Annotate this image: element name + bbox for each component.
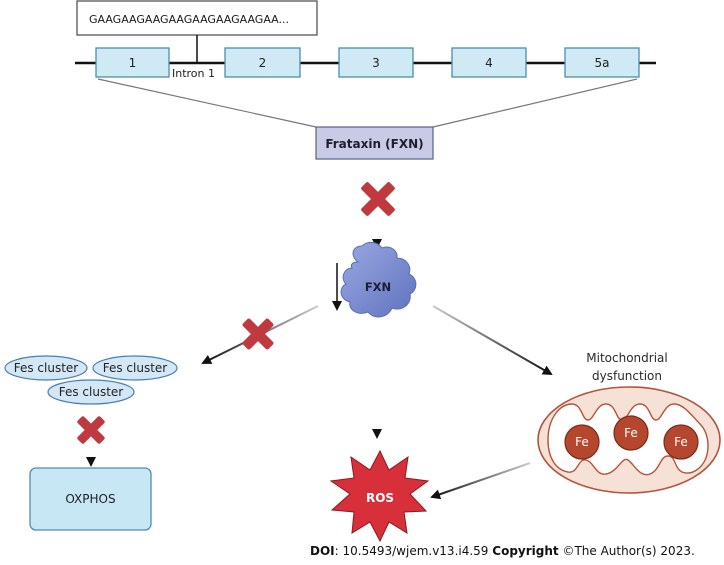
- copyright-label: Copyright: [492, 544, 559, 558]
- funnel-line-right: [432, 78, 638, 128]
- fes-cluster-label-1: Fes cluster: [14, 361, 79, 375]
- fes-cluster-2: [92, 355, 178, 381]
- intron-label: Intron 1: [172, 67, 215, 80]
- doi-label: DOI: [310, 544, 335, 558]
- exon-box-3: [338, 47, 414, 78]
- iron-atom-2: [613, 415, 649, 451]
- citation-footer: DOI: 10.5493/wjem.v13.i4.59 Copyright ©T…: [310, 544, 720, 558]
- fes-cluster-group: Fes cluster Fes cluster Fes cluster: [4, 355, 178, 405]
- inhibition-cross-oxphos: [77, 416, 105, 444]
- exon-label-2: 2: [259, 56, 267, 70]
- fxn-protein: FXN: [340, 241, 417, 318]
- exon-box-1: [95, 47, 170, 78]
- gene-structure: GAAGAAGAAGAAGAAGAAGAAGAA... 1 2 3 4 5a I…: [75, 0, 656, 80]
- repeat-sequence-box: [76, 0, 318, 36]
- oxphos-label: OXPHOS: [65, 492, 115, 506]
- exon-box-5a: [564, 47, 640, 78]
- inhibition-cross-fes: [242, 318, 274, 350]
- doi-value: : 10.5493/wjem.v13.i4.59: [334, 544, 493, 558]
- iron-atom-1: [564, 424, 600, 460]
- iron-label-1: Fe: [575, 435, 589, 449]
- oxphos-box: [29, 467, 152, 531]
- exon-label-3: 3: [372, 56, 380, 70]
- repeat-sequence-text: GAAGAAGAAGAAGAAGAAGAAGAA...: [89, 13, 289, 26]
- fxn-protein-shape: [340, 241, 417, 318]
- inhibition-cross-translation: [361, 182, 395, 216]
- mitochondrion: Fe Fe Fe: [537, 386, 721, 494]
- iron-atom-3: [663, 424, 699, 460]
- mitochondria-label-line1: Mitochondrial: [586, 351, 667, 365]
- ros-label: ROS: [366, 491, 394, 505]
- arrow-mitochondria-to-ros: [430, 462, 531, 500]
- arrow-fxn-to-mitochondria: [432, 305, 553, 375]
- frataxin-box: [315, 126, 434, 160]
- funnel-line-left: [97, 78, 317, 128]
- fes-cluster-label-2: Fes cluster: [103, 361, 168, 375]
- exon-label-1: 1: [129, 56, 137, 70]
- exon-box-2: [224, 47, 301, 78]
- mitochondria-label-line2: dysfunction: [592, 369, 662, 383]
- iron-label-2: Fe: [624, 426, 638, 440]
- iron-label-3: Fe: [674, 435, 688, 449]
- ros-burst: ROS: [329, 449, 430, 543]
- exon-box-4: [451, 47, 527, 78]
- fes-cluster-3: [47, 379, 135, 405]
- ros-burst-shape: [329, 449, 430, 543]
- copyright-value: ©The Author(s) 2023.: [558, 544, 695, 558]
- fxn-protein-label: FXN: [365, 280, 391, 294]
- exon-label-4: 4: [485, 56, 493, 70]
- fes-cluster-label-3: Fes cluster: [59, 385, 124, 399]
- fes-cluster-1: [4, 355, 88, 381]
- frataxin-label: Frataxin (FXN): [325, 137, 423, 151]
- exon-label-5a: 5a: [595, 56, 610, 70]
